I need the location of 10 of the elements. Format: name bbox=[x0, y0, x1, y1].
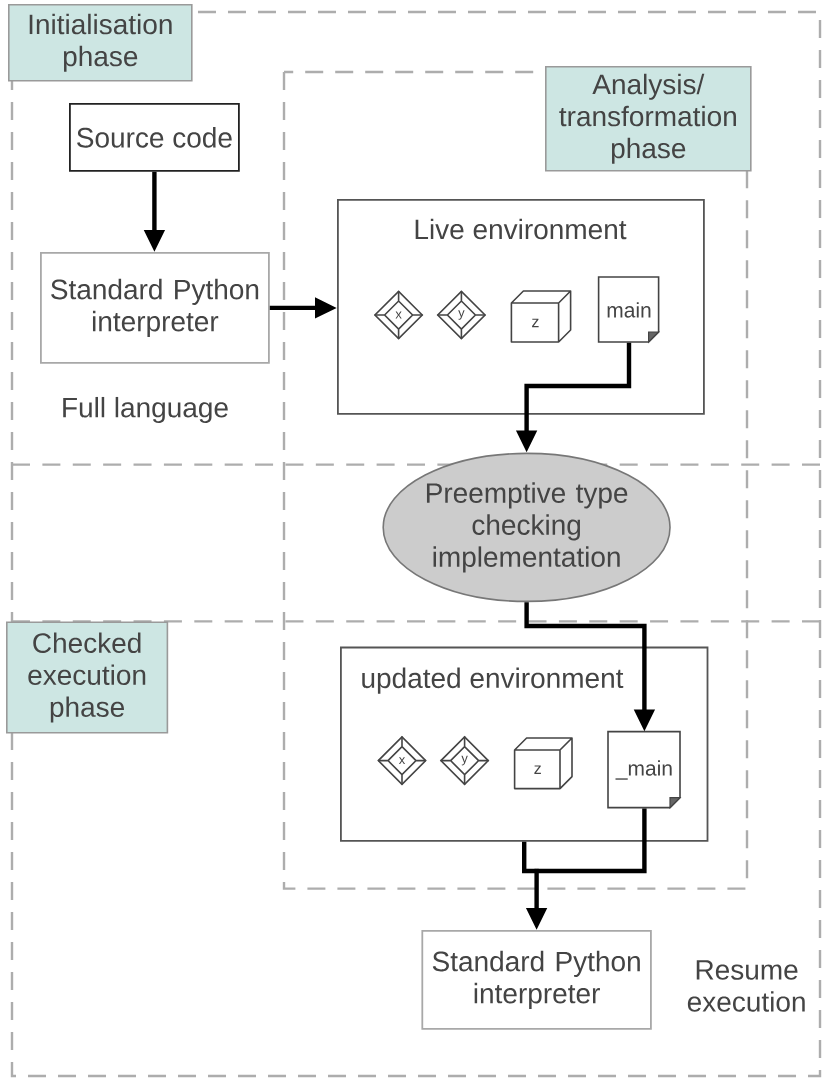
annotation: Full language bbox=[63, 396, 228, 424]
phase-label: Initialisation phase bbox=[8, 4, 193, 82]
connector-line bbox=[536, 808, 647, 874]
process-box: Standard Python interpreter bbox=[40, 252, 270, 364]
phase-label: Checked execution phase bbox=[6, 621, 169, 734]
process-box: Source code bbox=[69, 103, 240, 172]
process-box: Standard Python interpreter bbox=[421, 930, 652, 1030]
annotation: Resume execution bbox=[687, 960, 805, 1012]
phase-label: Analysis/transformation phase bbox=[545, 66, 752, 172]
connector-line bbox=[522, 841, 537, 874]
